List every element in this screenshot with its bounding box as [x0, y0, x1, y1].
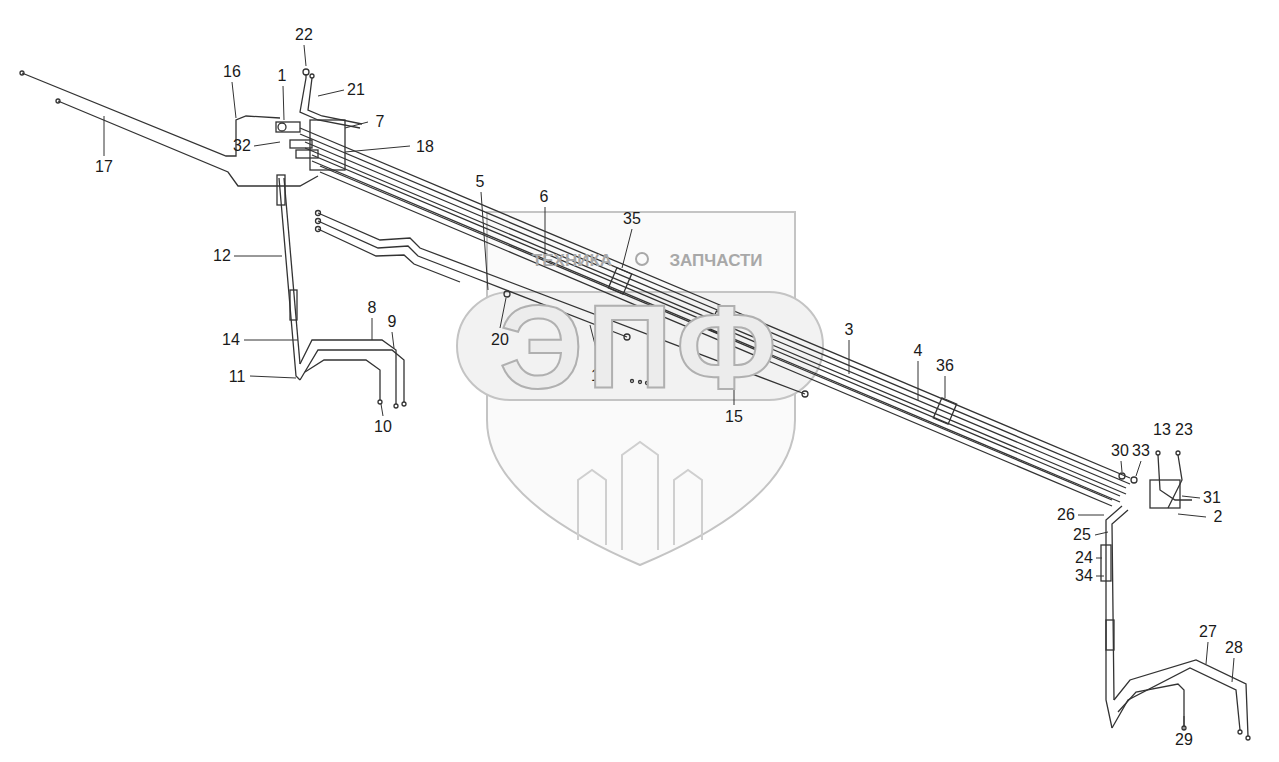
callout-number: 28	[1225, 640, 1243, 656]
callout-number: 8	[368, 300, 377, 316]
callout-number: 7	[376, 114, 385, 130]
callout-number: 22	[295, 27, 313, 43]
callout-number: 13	[1153, 422, 1171, 438]
callout-number: 18	[416, 139, 434, 155]
callout-number: 16	[223, 64, 241, 80]
callout-number: 26	[1057, 507, 1075, 523]
watermark-logo: ЭПФ	[499, 288, 780, 406]
callout-number: 23	[1175, 422, 1193, 438]
callout-number: 10	[374, 419, 392, 435]
callout-number: 31	[1203, 490, 1221, 506]
callout-number: 2	[1214, 509, 1223, 525]
callout-number: 29	[1175, 732, 1193, 748]
watermark-text: ТЕХНИКА	[532, 252, 612, 269]
callout-number: 4	[914, 343, 923, 359]
pipe-lines	[20, 69, 1250, 740]
callout-number: 27	[1199, 624, 1217, 640]
callout-number: 33	[1132, 443, 1150, 459]
callout-number: 3	[845, 322, 854, 338]
callout-number: 21	[347, 82, 365, 98]
callout-number: 9	[388, 314, 397, 330]
callout-number: 32	[233, 138, 251, 154]
callout-number: 35	[623, 211, 641, 227]
callout-number: 24	[1075, 550, 1093, 566]
callout-number: 6	[540, 189, 549, 205]
callout-number: 11	[229, 369, 246, 385]
callout-number: 25	[1073, 527, 1091, 543]
watermark-text: ЗАПЧАСТИ	[669, 252, 762, 269]
callout-number: 5	[476, 174, 485, 190]
callout-number: 30	[1111, 443, 1129, 459]
callout-number: 12	[213, 248, 231, 264]
callout-number: 14	[222, 332, 240, 348]
callout-number: 1	[278, 68, 287, 84]
callout-number: 15	[725, 409, 743, 425]
watermark-shield	[457, 212, 823, 565]
callout-number: 17	[95, 159, 113, 175]
callout-number: 36	[936, 358, 954, 374]
callout-number: 34	[1075, 568, 1093, 584]
leader-lines	[104, 45, 1234, 730]
